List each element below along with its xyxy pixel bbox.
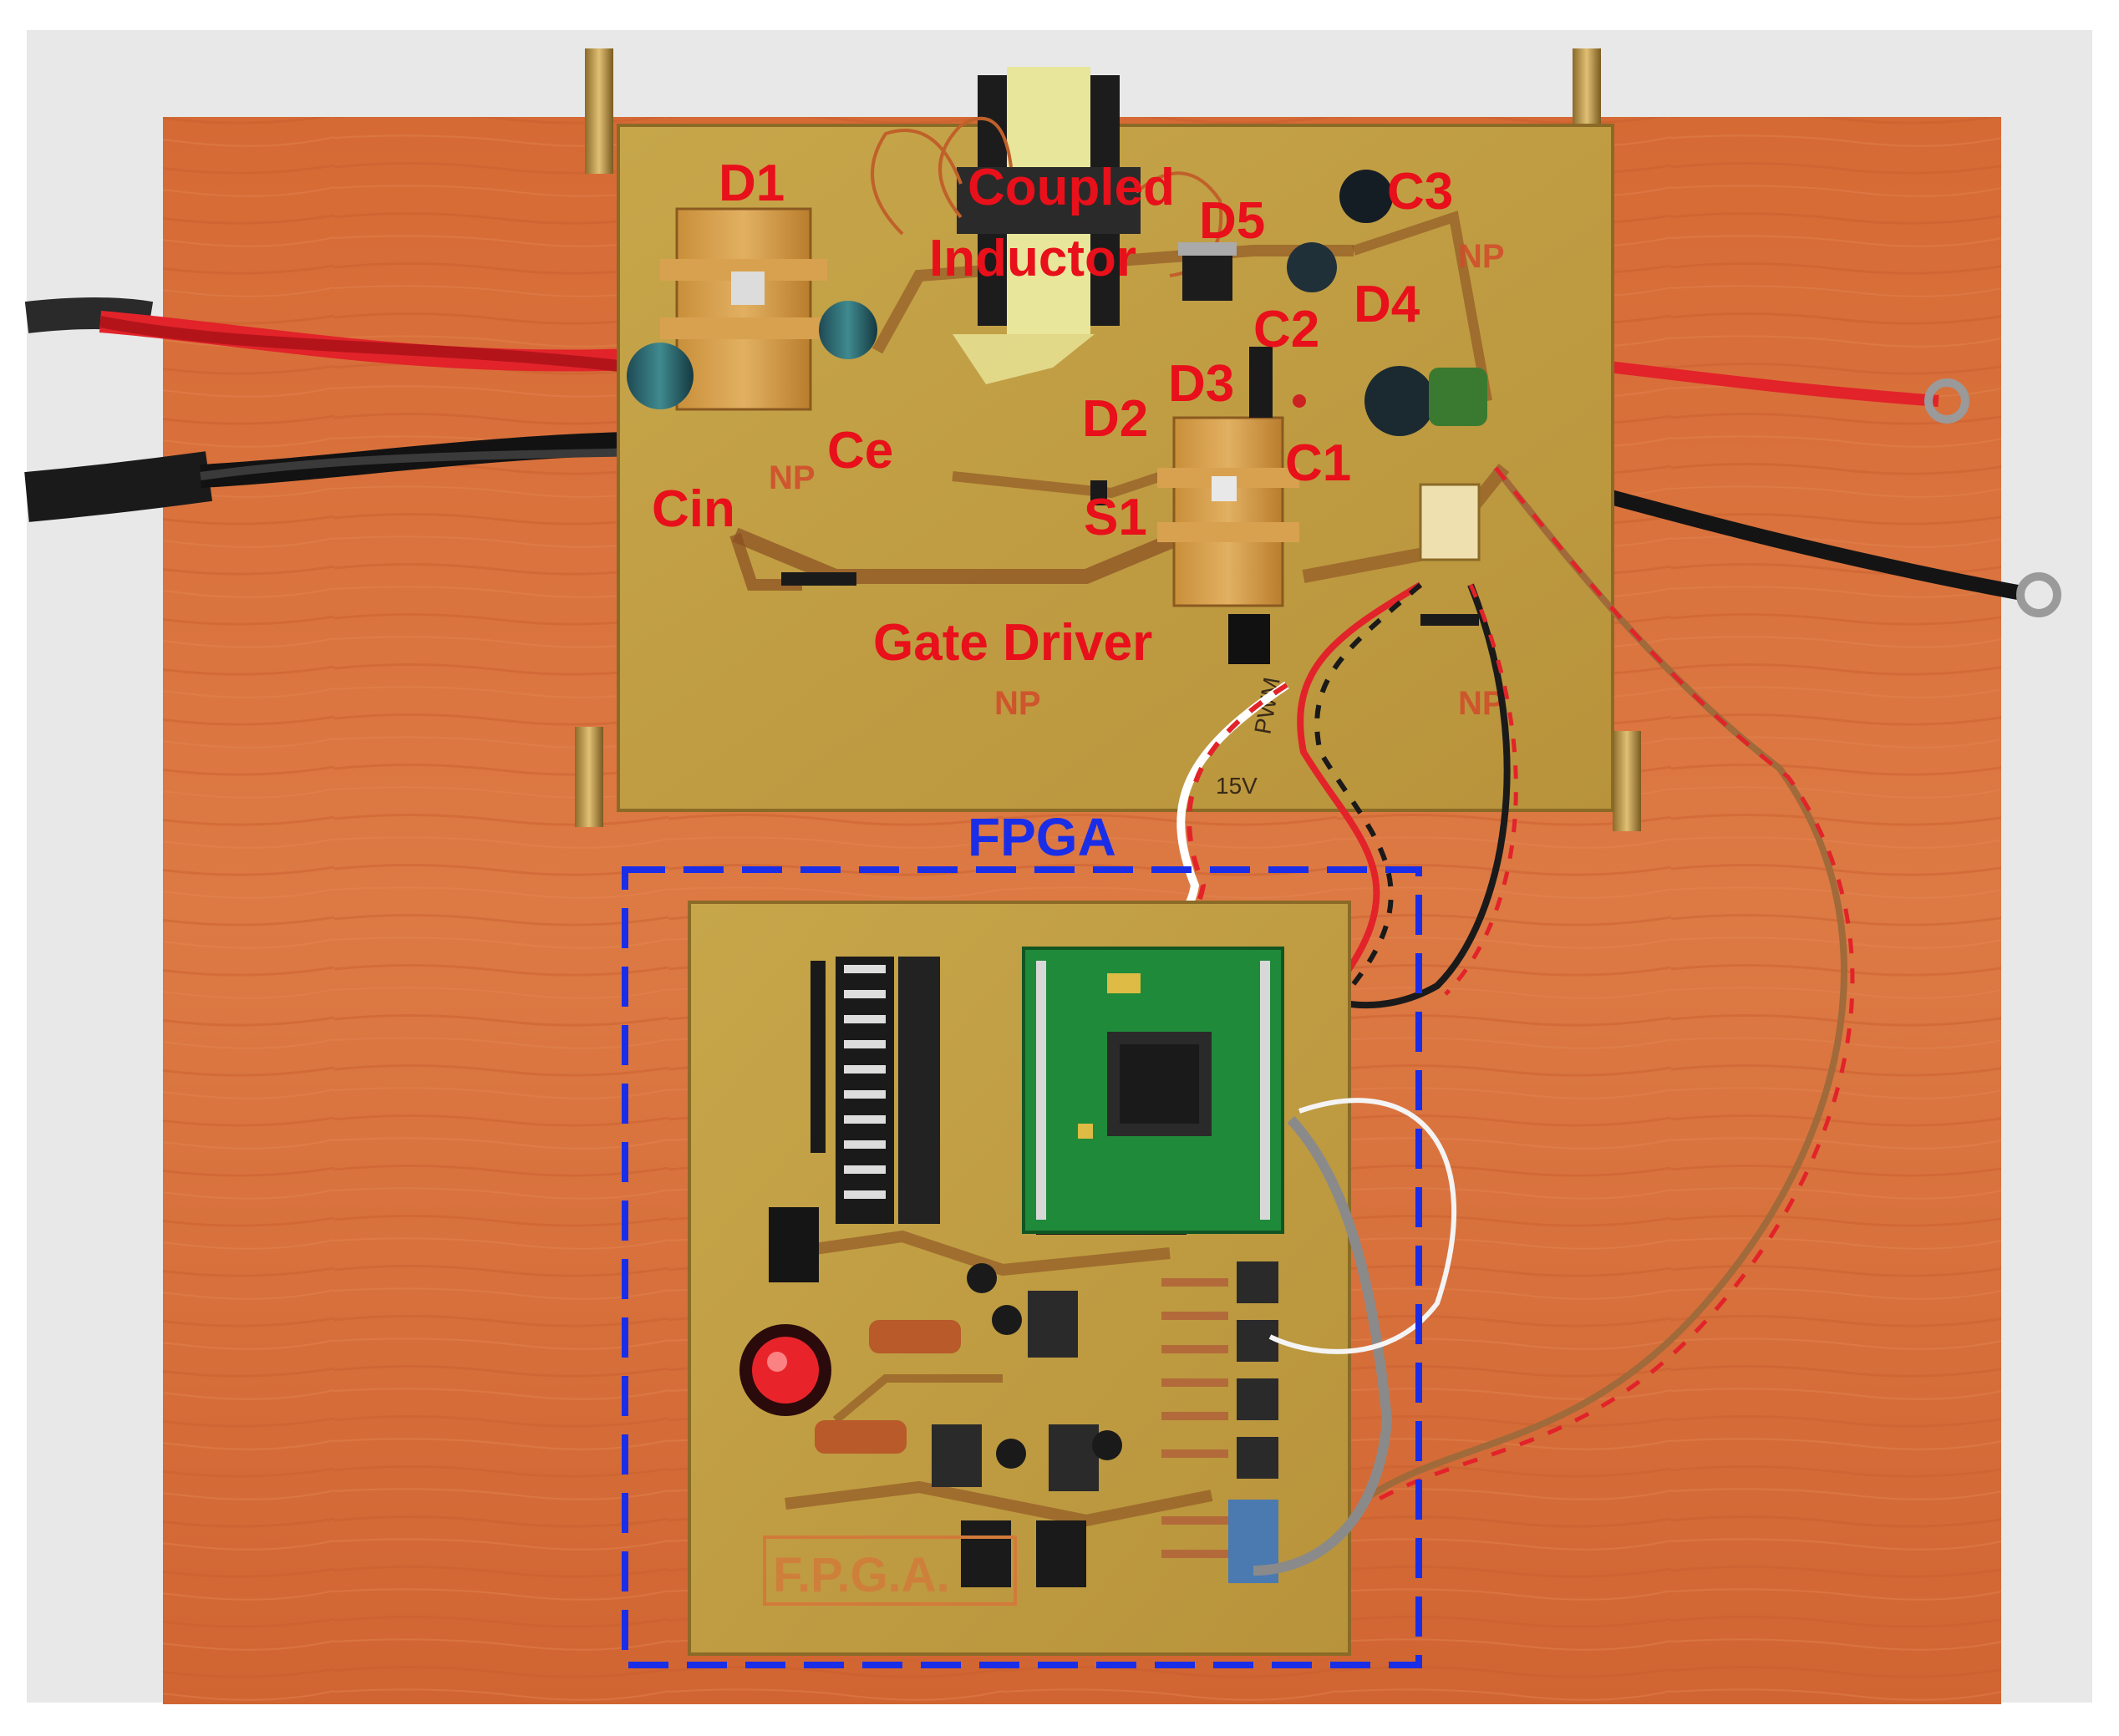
diode-d5 xyxy=(1178,242,1237,301)
coupled-inductor xyxy=(871,67,1223,384)
diode-d2 xyxy=(1090,480,1107,505)
np-mark: NP xyxy=(1458,238,1505,275)
cin-capacitor xyxy=(627,343,694,409)
ce-capacitor xyxy=(819,301,877,359)
c2-capacitor xyxy=(1287,242,1337,292)
film-capacitor xyxy=(1429,368,1487,426)
15v-silk: 15V xyxy=(1216,773,1258,799)
label-gate-driver: Gate Driver xyxy=(873,614,1152,672)
fpga-silk-text: F.P.G.A. xyxy=(773,1548,950,1602)
label-c2: C2 xyxy=(1253,301,1319,358)
label-ce: Ce xyxy=(827,422,893,480)
gate-driver-ic xyxy=(1228,614,1270,664)
label-inductor: Inductor xyxy=(929,230,1136,287)
ring-terminal-icon xyxy=(2016,572,2061,617)
capacitors xyxy=(627,170,1487,436)
signal-wires xyxy=(1051,465,1855,1506)
label-c1: C1 xyxy=(1285,434,1351,492)
pin-header xyxy=(898,957,940,1224)
label-fpga: FPGA xyxy=(968,807,1116,867)
label-s1: S1 xyxy=(1084,489,1147,546)
label-coupled: Coupled xyxy=(968,159,1175,216)
fpga-pcb: F.P.G.A. xyxy=(688,901,1351,1656)
np-mark: NP xyxy=(1458,685,1505,722)
c3-capacitor xyxy=(1339,170,1393,223)
label-d3: D3 xyxy=(1168,355,1234,413)
input-cables xyxy=(24,297,686,522)
current-sensor-module xyxy=(1419,483,1481,561)
diode-d1-heatsink xyxy=(660,207,827,411)
diode-d4 xyxy=(1293,394,1306,408)
diode-d3 xyxy=(1249,347,1273,418)
white-wire xyxy=(1268,1098,1457,1354)
np-mark: NP xyxy=(769,459,816,496)
np-mark: NP xyxy=(994,685,1041,722)
gray-wire xyxy=(1253,1115,1393,1576)
fpga-module xyxy=(1022,947,1284,1234)
label-cin: Cin xyxy=(652,480,735,538)
label-d5: D5 xyxy=(1199,192,1265,250)
fpga-annotation-box xyxy=(622,866,1422,1668)
label-d2: D2 xyxy=(1082,390,1148,448)
label-c3: C3 xyxy=(1387,163,1453,221)
ring-terminal-icon xyxy=(1924,378,1969,424)
dc-jack-icon xyxy=(769,1207,819,1282)
label-d1: D1 xyxy=(719,155,785,212)
c1-capacitor xyxy=(1364,366,1435,436)
switch-s1-heatsink xyxy=(1157,416,1299,607)
label-d4: D4 xyxy=(1354,276,1420,333)
